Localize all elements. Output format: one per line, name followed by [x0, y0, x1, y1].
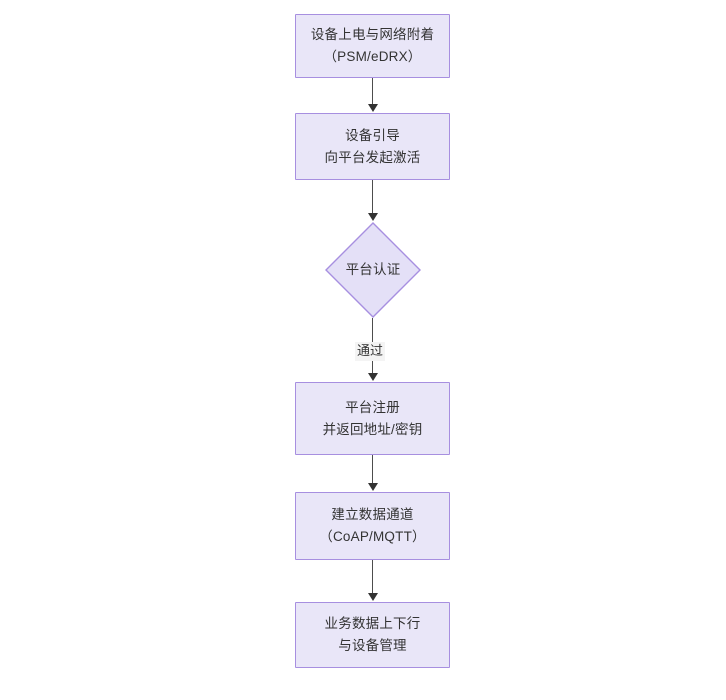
- node-label-line1: 业务数据上下行: [324, 616, 421, 632]
- node-platform-authentication[interactable]: 平台认证: [325, 222, 421, 318]
- node-platform-registration[interactable]: 平台注册 并返回地址/密钥: [295, 382, 450, 455]
- arrowhead-icon: [367, 213, 378, 221]
- arrowhead-icon: [367, 104, 378, 112]
- node-label-line2: 与设备管理: [338, 638, 407, 653]
- node-label-line2: （CoAP/MQTT）: [319, 529, 426, 544]
- edge-line: [372, 560, 374, 594]
- node-device-power-on[interactable]: 设备上电与网络附着 （PSM/eDRX）: [295, 14, 450, 78]
- arrowhead-icon: [367, 593, 378, 601]
- node-label-line1: 平台注册: [345, 399, 400, 415]
- node-device-bootstrap[interactable]: 设备引导 向平台发起激活: [295, 113, 450, 180]
- node-business-data-and-device-management[interactable]: 业务数据上下行 与设备管理: [295, 602, 450, 668]
- node-label-line1: 设备上电与网络附着: [310, 27, 435, 43]
- node-label-line2: （PSM/eDRX）: [323, 49, 422, 64]
- arrowhead-icon: [367, 373, 378, 381]
- node-label-line1: 设备引导: [345, 127, 400, 143]
- edge-label-pass: 通过: [355, 342, 386, 361]
- node-establish-data-channel[interactable]: 建立数据通道 （CoAP/MQTT）: [295, 492, 450, 560]
- edge-line: [372, 78, 374, 105]
- node-label-line2: 向平台发起激活: [324, 149, 421, 165]
- edge-line: [372, 180, 374, 214]
- diamond-shape-icon: [325, 222, 421, 318]
- node-label-line2: 并返回地址/密钥: [322, 421, 423, 437]
- node-label-line1: 建立数据通道: [331, 507, 414, 523]
- edge-line: [372, 455, 374, 484]
- arrowhead-icon: [367, 483, 378, 491]
